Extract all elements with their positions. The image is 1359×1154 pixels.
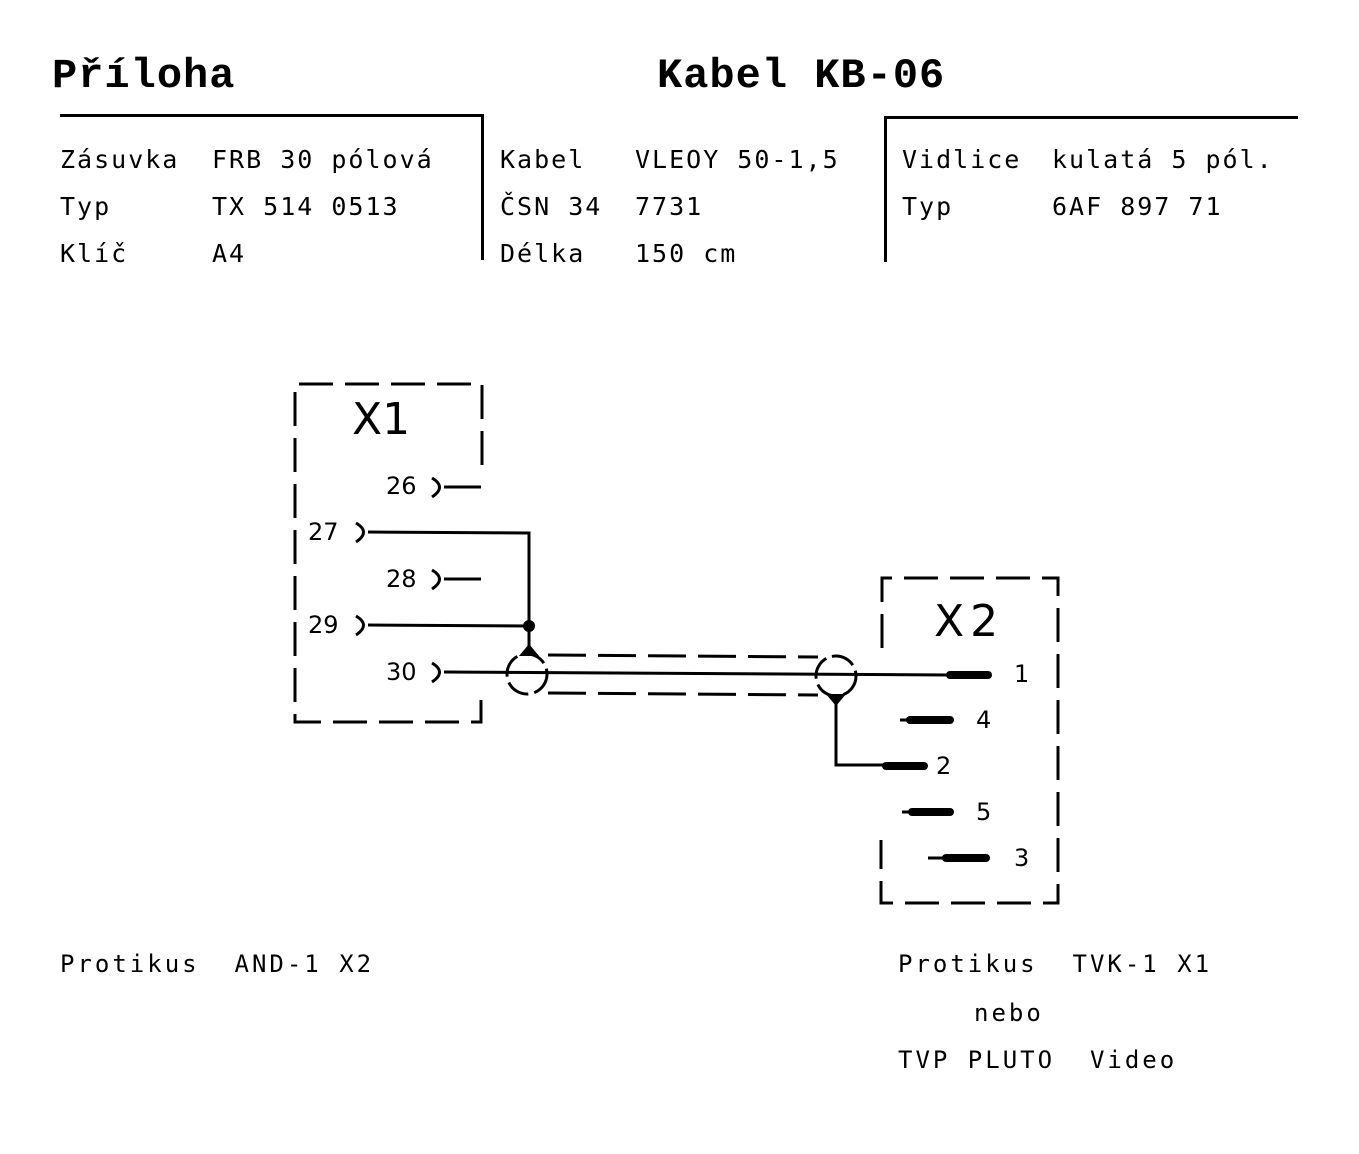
spec-value: VLEOY 50-1,5 — [635, 145, 840, 174]
spec-row: Typ TX 514 0513 — [60, 183, 434, 230]
x1-label: X1 — [352, 394, 410, 445]
spec-row: Kabel VLEOY 50-1,5 — [500, 136, 840, 183]
counterpart-x1-note: Protikus AND-1 X2 — [60, 950, 375, 978]
socket-spec: Zásuvka FRB 30 pólová Typ TX 514 0513 Klíč… — [60, 136, 434, 277]
x2-pin-number: 5 — [976, 798, 991, 826]
socket-contact-27 — [355, 521, 365, 544]
socket-contact-28 — [431, 568, 441, 591]
spec-key: ČSN 34 — [500, 192, 603, 221]
plug-spec: Vidlice kulatá 5 pól. Typ 6AF 897 71 — [902, 136, 1274, 230]
spec-value: kulatá 5 pól. — [1052, 145, 1274, 174]
counterpart-or-note: nebo — [974, 999, 1044, 1027]
spec-row: Vidlice kulatá 5 pól. — [902, 136, 1274, 183]
shield-tap-left — [519, 644, 539, 656]
junction-dot — [523, 620, 535, 632]
cable-spec: Kabel VLEOY 50-1,5 ČSN 34 7731 Délka 150 cm — [500, 136, 840, 277]
wire-pin-29 — [367, 623, 530, 628]
x2-pin-number: 4 — [976, 706, 991, 734]
spec-value: TX 514 0513 — [212, 192, 400, 221]
spec-value: 7731 — [635, 192, 704, 221]
x2-label: X2 — [934, 596, 1004, 647]
x1-pin-number: 30 — [386, 658, 417, 686]
x1-pin-number: 28 — [386, 565, 417, 593]
attachment-title: Příloha — [52, 52, 236, 100]
spec-top-rule-left — [60, 114, 484, 117]
spec-key: Délka — [500, 239, 586, 268]
x1-pin-number: 26 — [386, 472, 417, 500]
shield-termination-right — [814, 654, 858, 698]
spec-key: Kabel — [500, 145, 586, 174]
x2-pin-number: 3 — [1014, 844, 1029, 872]
x1-connector-outline — [293, 382, 484, 724]
shield-lower — [547, 691, 819, 697]
shield-tap-right — [826, 694, 846, 706]
cable-title: Kabel KB-06 — [657, 52, 946, 100]
spec-key: Typ — [60, 192, 112, 221]
spec-key: Zásuvka — [60, 145, 180, 174]
spec-value: 6AF 897 71 — [1052, 192, 1223, 221]
spec-value: FRB 30 pólová — [212, 145, 434, 174]
spec-divider-left — [481, 114, 484, 260]
counterpart-alt-note: TVP PLUTO Video — [898, 1046, 1178, 1074]
x2-pin-number: 1 — [1014, 660, 1029, 688]
spec-key: Typ — [902, 192, 954, 221]
socket-contact-29 — [355, 614, 365, 637]
spec-row: Délka 150 cm — [500, 230, 840, 277]
x2-pin-number: 2 — [936, 752, 951, 780]
spec-row: Zásuvka FRB 30 pólová — [60, 136, 434, 183]
spec-key: Klíč — [60, 239, 129, 268]
spec-row: Typ 6AF 897 71 — [902, 183, 1274, 230]
spec-row: Klíč A4 — [60, 230, 434, 277]
wire-pin-2 — [834, 696, 890, 767]
spec-divider-right — [884, 118, 887, 262]
spec-row: ČSN 34 7731 — [500, 183, 840, 230]
wire-pin-27 — [367, 530, 531, 626]
x1-pin-number: 29 — [308, 611, 339, 639]
spec-value: A4 — [212, 239, 247, 268]
spec-top-rule-right — [884, 116, 1298, 119]
x1-pin-number: 27 — [308, 518, 339, 546]
spec-value: 150 cm — [635, 239, 738, 268]
shield-upper — [547, 653, 819, 659]
x2-connector-outline — [879, 576, 1060, 905]
spec-key: Vidlice — [902, 145, 1022, 174]
wire-core — [443, 670, 951, 677]
counterpart-x2-note: Protikus TVK-1 X1 — [898, 950, 1213, 978]
socket-contact-30 — [431, 661, 441, 684]
socket-contact-26 — [431, 476, 441, 499]
